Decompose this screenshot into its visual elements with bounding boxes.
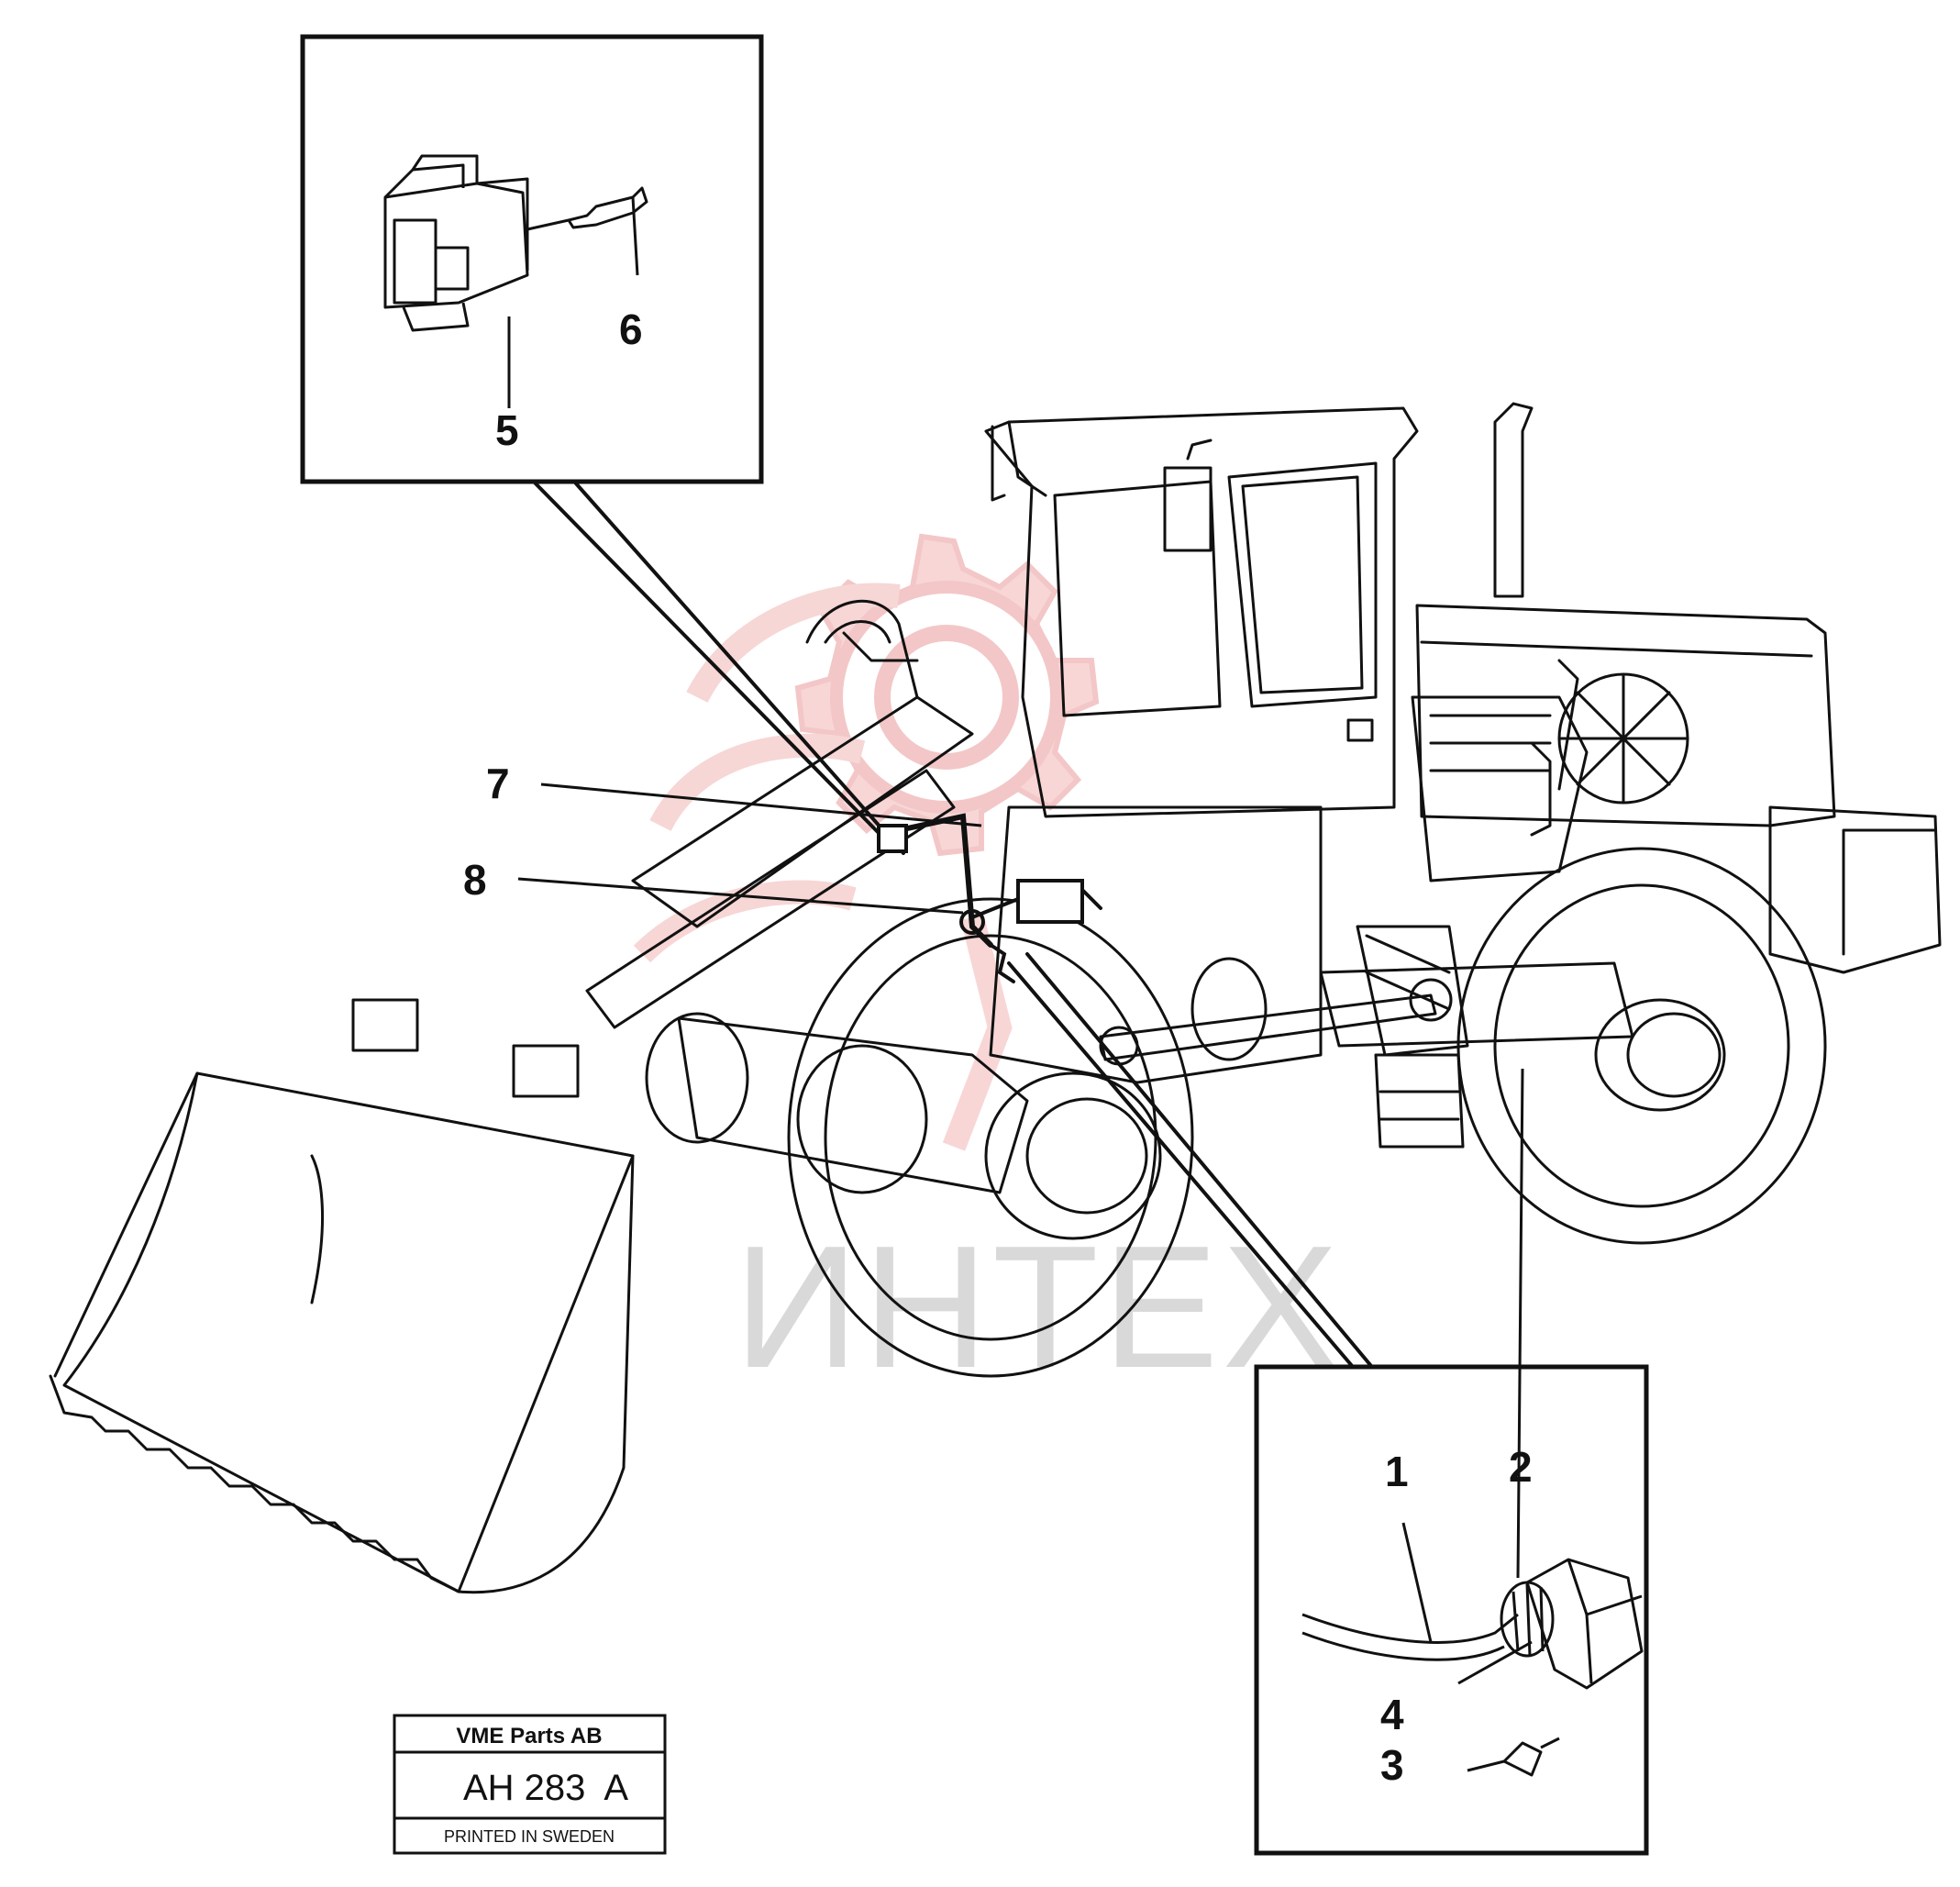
engine-block xyxy=(1411,695,1589,882)
counterweight xyxy=(1768,805,1942,974)
sensor-cable xyxy=(1301,1613,1519,1644)
front-frame xyxy=(989,805,1323,1084)
lift-arms xyxy=(631,695,974,928)
stamp-code: AH 283 A xyxy=(463,1768,628,1808)
driveshaft xyxy=(1099,993,1437,1061)
watermark-text: ИНТЕХ xyxy=(734,1210,1342,1404)
callout-7: 7 xyxy=(486,760,510,807)
callout-1: 1 xyxy=(1385,1448,1409,1495)
watermark-gear-logo xyxy=(633,533,1100,1151)
cab xyxy=(984,406,1419,818)
fuse-part xyxy=(1502,1741,1543,1777)
bucket xyxy=(62,1071,635,1594)
callout-3: 3 xyxy=(1380,1741,1404,1789)
callout-8: 8 xyxy=(463,856,487,904)
callout-5: 5 xyxy=(495,406,519,454)
terminal-pin xyxy=(526,186,648,231)
callout-2: 2 xyxy=(1509,1443,1533,1491)
callout-6: 6 xyxy=(619,305,643,353)
front-axle xyxy=(677,1016,1029,1194)
callout-leaders xyxy=(517,783,982,915)
title-stamp: VME Parts AB AH 283 A PRINTED IN SWEDEN xyxy=(393,1714,667,1855)
callout-4: 4 xyxy=(1380,1691,1404,1738)
detail-box-connector: 5 6 xyxy=(300,34,764,484)
bucket-teeth xyxy=(49,1374,460,1593)
exhaust-stack xyxy=(1493,402,1534,598)
stamp-company: VME Parts AB xyxy=(456,1724,602,1748)
mirror xyxy=(1163,466,1213,552)
front-wheel xyxy=(787,897,1194,1378)
access-ladder xyxy=(1374,1053,1465,1149)
stamp-printed: PRINTED IN SWEDEN xyxy=(444,1827,615,1846)
wheel-loader-drawing xyxy=(49,402,1942,1594)
rear-axle xyxy=(1319,961,1634,1048)
detail-box-sensor: 1 2 4 3 xyxy=(1254,1068,1649,1856)
engine-hood xyxy=(1415,604,1836,827)
leader-lines xyxy=(526,473,1378,1373)
